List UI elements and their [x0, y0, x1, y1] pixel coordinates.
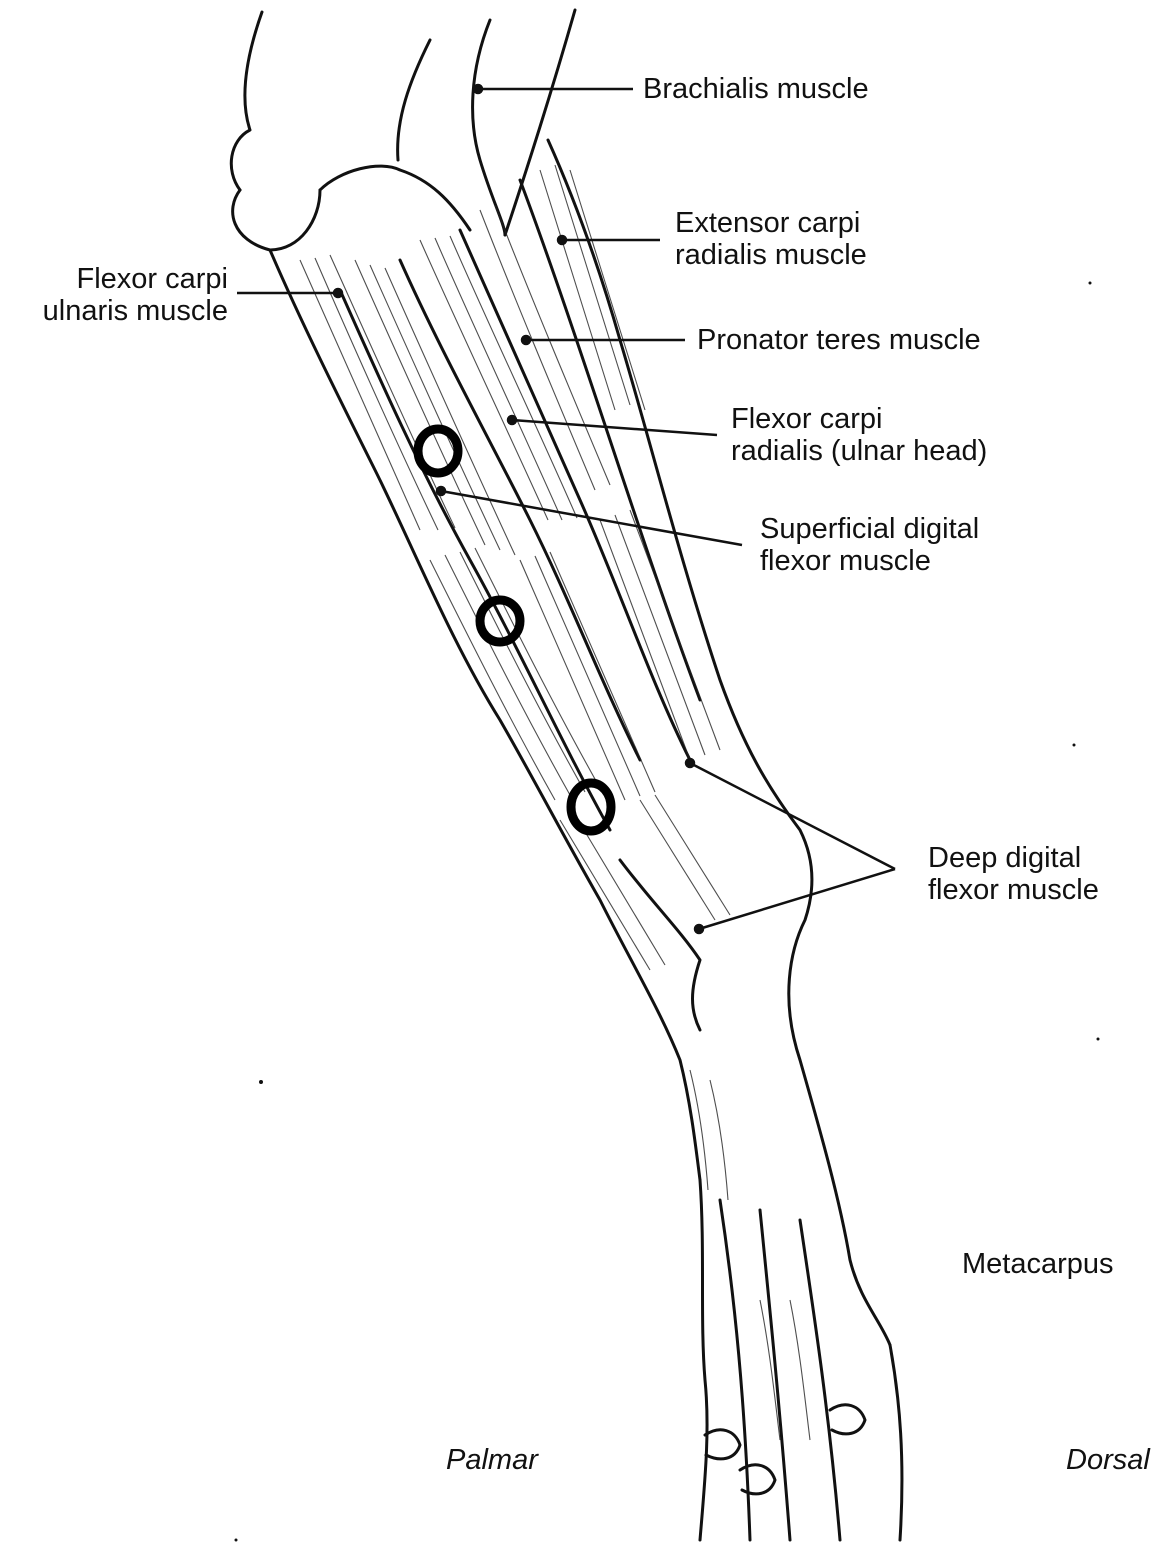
marker-ring-2: [480, 600, 520, 642]
print-specks: [235, 282, 1100, 1542]
label-superficial-digital-flexor-muscle: Superficial digital flexor muscle: [760, 513, 979, 577]
marker-ring-3: [571, 783, 611, 831]
leader-deep-digital-flexor-a: [690, 763, 895, 869]
label-flexor-carpi-ulnaris-muscle: Flexor carpi ulnaris muscle: [10, 263, 228, 327]
leader-deep-digital-flexor-b: [699, 869, 895, 929]
leader-superficial-digital-flexor: [441, 491, 742, 545]
orientation-palmar: Palmar: [446, 1444, 538, 1476]
label-flexor-carpi-radialis-ulnar-head: Flexor carpi radialis (ulnar head): [731, 403, 987, 467]
label-metacarpus: Metacarpus: [962, 1248, 1114, 1280]
orientation-dorsal: Dorsal: [1066, 1444, 1150, 1476]
label-pronator-teres-muscle: Pronator teres muscle: [697, 324, 981, 356]
marker-ring-1: [418, 429, 458, 473]
label-deep-digital-flexor-muscle: Deep digital flexor muscle: [928, 842, 1099, 906]
label-extensor-carpi-radialis-muscle: Extensor carpi radialis muscle: [675, 207, 867, 271]
label-brachialis-muscle: Brachialis muscle: [643, 73, 869, 105]
muscle-fiber-hatching: [300, 165, 810, 1440]
leader-flexor-carpi-radialis: [512, 420, 717, 435]
